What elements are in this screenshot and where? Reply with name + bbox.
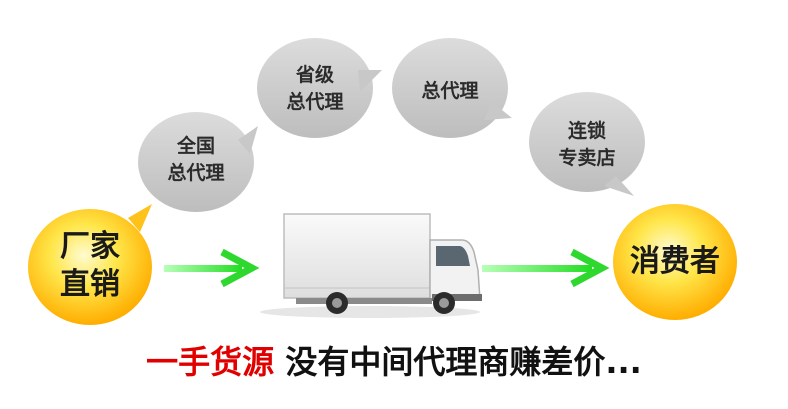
caption-highlight: 一手货源 — [146, 343, 275, 381]
truck-icon — [260, 213, 482, 318]
target-node-circle — [613, 204, 737, 320]
arrow-truck-to-consumer — [482, 248, 610, 288]
bubble-general-agent — [392, 38, 512, 138]
bubble-chain-store — [529, 92, 645, 196]
bubble-provincial-agent — [257, 38, 382, 138]
bubble-label-line: 省级 — [295, 64, 334, 86]
bubble-label-general-agent: 总代理 — [400, 78, 500, 105]
arrow-source-to-truck — [164, 248, 260, 288]
target-node-label: 消费者 — [615, 243, 735, 281]
bubble-label-line: 连锁 — [567, 120, 606, 142]
bubble-label-line: 专卖店 — [558, 147, 616, 169]
source-node-line: 厂家 — [60, 229, 120, 264]
bubble-label-line: 总代理 — [286, 91, 344, 113]
bubble-label-national-agent: 全国 总代理 — [146, 133, 246, 187]
bubble-label-line: 总代理 — [167, 162, 225, 184]
source-node-circle — [28, 204, 152, 325]
target-node-line: 消费者 — [630, 244, 720, 279]
source-node-label: 厂家 直销 — [40, 228, 140, 304]
bubble-label-provincial-agent: 省级 总代理 — [265, 62, 365, 116]
bubble-national-agent — [138, 112, 258, 212]
bubble-label-chain-store: 连锁 专卖店 — [537, 118, 637, 172]
caption: 一手货源 没有中间代理商赚差价... — [0, 337, 788, 383]
source-node-line: 直销 — [60, 267, 120, 302]
caption-rest: 没有中间代理商赚差价... — [274, 343, 642, 381]
bubble-label-line: 总代理 — [421, 80, 479, 102]
bubble-label-line: 全国 — [176, 135, 215, 157]
